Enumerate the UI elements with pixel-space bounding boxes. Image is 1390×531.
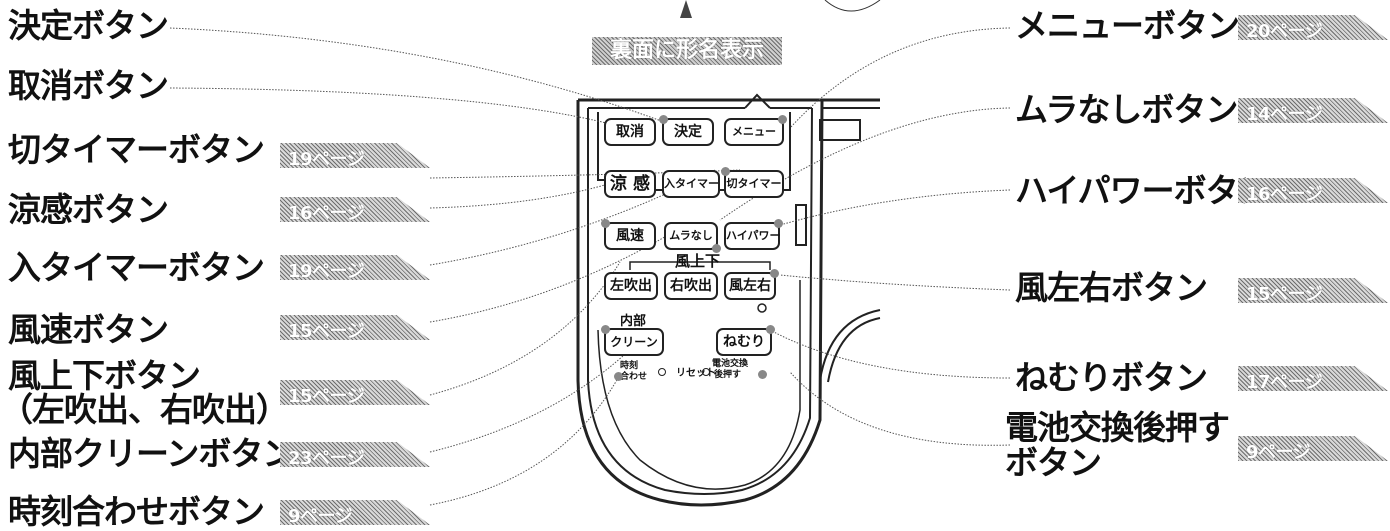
cool-feel-button[interactable]: 涼 感 xyxy=(604,170,656,198)
sleep-page: 17ページ xyxy=(1246,372,1323,393)
high-power-page-tag: 16ページ xyxy=(1238,178,1388,205)
on-timer-callout: 入タイマーボタン xyxy=(8,248,265,287)
off-timer-marker-dot xyxy=(721,167,730,176)
sleep-button[interactable]: ねむり xyxy=(716,325,775,356)
horizontal-air-page: 15ページ xyxy=(1246,284,1323,305)
battery-reset-hole[interactable] xyxy=(702,368,710,376)
horizontal-air-callout: 風左右ボタン xyxy=(1015,268,1208,307)
cool-feel-button-label: 涼 感 xyxy=(610,174,650,194)
even-air-page-tag: 14ページ xyxy=(1238,98,1388,125)
battery-label-1: 電池交換 xyxy=(712,359,749,369)
cancel-button-label: 取消 xyxy=(616,124,644,140)
battery-label-2: 後押す xyxy=(714,370,742,380)
even-air-marker-dot xyxy=(712,244,721,253)
menu-page: 20ページ xyxy=(1246,21,1323,42)
menu-marker-dot xyxy=(778,115,787,124)
high-power-page: 16ページ xyxy=(1246,184,1323,205)
menu-button[interactable]: メニュー xyxy=(724,115,787,146)
vertical-air-callout: 風上下ボタン xyxy=(8,356,201,395)
clock-set-page-tag: 9ページ xyxy=(280,500,430,527)
fan-speed-page: 15ページ xyxy=(288,321,365,342)
even-air-callout: ムラなしボタン xyxy=(1015,90,1238,129)
clock-set-callout: 時刻合わせボタン xyxy=(8,492,265,531)
on-timer-button-label: 入タイマー xyxy=(664,177,719,190)
internal-clean-button[interactable]: クリーン xyxy=(601,325,664,356)
confirm-marker-dot xyxy=(659,115,668,124)
cool-feel-page: 16ページ xyxy=(288,203,365,224)
clock-set-hole[interactable] xyxy=(658,368,666,376)
clock-set-label-2: 合わせ xyxy=(620,372,648,382)
clean-marker-dot xyxy=(601,325,610,334)
right-outlet-button[interactable]: 右吹出 xyxy=(664,272,718,300)
on-timer-page: 19ページ xyxy=(288,261,365,282)
menu-callout: メニューボタン xyxy=(1015,6,1240,45)
horizontal-air-page-tag: 15ページ xyxy=(1238,278,1388,305)
horizontal-air-button-label: 風左右 xyxy=(729,278,771,294)
high-power-button[interactable]: ハイパワー xyxy=(724,219,783,250)
left-outlet-button-label: 左吹出 xyxy=(610,278,652,294)
cancel-button[interactable]: 取消 xyxy=(604,118,656,146)
menu-page-tag: 20ページ xyxy=(1238,15,1388,42)
model-name-label: 裏面に形名表示 xyxy=(592,37,782,65)
confirm-button-label: 決定 xyxy=(674,124,702,140)
fan-speed-marker-dot xyxy=(601,219,610,228)
sleep-button-label: ねむり xyxy=(723,334,765,350)
cool-feel-page-tag: 16ページ xyxy=(280,197,430,224)
clock-set-page: 9ページ xyxy=(288,506,353,527)
reset-label: リセット xyxy=(676,368,716,379)
horizontal-air-button[interactable]: 風左右 xyxy=(724,269,779,300)
cancel-button-callout: 取消ボタン xyxy=(8,66,169,105)
internal-label: 内部 xyxy=(620,314,647,329)
internal-clean-button-label: クリーン xyxy=(610,335,658,349)
internal-clean-callout: 内部クリーンボタン xyxy=(8,434,295,473)
battery-page: 9ページ xyxy=(1246,442,1311,463)
vertical-air-callout-sub: （左吹出、右吹出） xyxy=(0,390,289,429)
high-power-button-label: ハイパワー xyxy=(726,229,781,242)
internal-clean-page-tag: 23ページ xyxy=(280,442,430,469)
sleep-marker-dot xyxy=(766,325,775,334)
menu-button-label: メニュー xyxy=(732,125,776,138)
high-power-callout: ハイパワーボタン xyxy=(1015,171,1271,210)
battery-marker-dot xyxy=(758,370,767,379)
battery-callout: 電池交換後押す xyxy=(1005,408,1230,447)
confirm-button-callout: 決定ボタン xyxy=(8,6,169,45)
on-timer-page-tag: 19ページ xyxy=(280,255,430,282)
off-timer-callout: 切タイマーボタン xyxy=(8,130,265,169)
off-timer-button-label: 切タイマー xyxy=(726,177,782,190)
vertical-air-page-tag: 15ページ xyxy=(280,380,430,407)
vertical-air-label: 風上下 xyxy=(675,252,721,270)
fan-speed-button-label: 風速 xyxy=(616,228,644,244)
fan-speed-page-tag: 15ページ xyxy=(280,315,430,342)
clock-marker-dot xyxy=(614,372,623,381)
off-timer-page: 19ページ xyxy=(288,149,365,170)
off-timer-page-tag: 19ページ xyxy=(280,143,430,170)
high-power-marker-dot xyxy=(774,219,783,228)
cool-feel-callout: 涼感ボタン xyxy=(8,190,169,229)
vertical-air-page: 15ページ xyxy=(288,386,365,407)
right-outlet-button-label: 右吹出 xyxy=(670,278,712,294)
sleep-page-tag: 17ページ xyxy=(1238,366,1388,393)
fan-speed-callout: 風速ボタン xyxy=(8,310,169,349)
battery-callout-sub: ボタン xyxy=(1005,443,1102,482)
even-air-button[interactable]: ムラなし xyxy=(664,222,721,253)
fan-speed-button[interactable]: 風速 xyxy=(601,219,656,250)
confirm-button[interactable]: 決定 xyxy=(659,115,714,146)
on-timer-button[interactable]: 入タイマー xyxy=(662,170,720,198)
internal-clean-page: 23ページ xyxy=(288,448,365,469)
clock-set-label-1: 時刻 xyxy=(620,361,639,371)
left-outlet-button[interactable]: 左吹出 xyxy=(604,272,658,300)
horizontal-air-marker-dot xyxy=(770,269,779,278)
even-air-page: 14ページ xyxy=(1246,104,1323,125)
even-air-button-label: ムラなし xyxy=(669,229,713,242)
sleep-callout: ねむりボタン xyxy=(1015,358,1208,397)
battery-page-tag: 9ページ xyxy=(1238,436,1388,463)
off-timer-button[interactable]: 切タイマー xyxy=(721,167,784,198)
